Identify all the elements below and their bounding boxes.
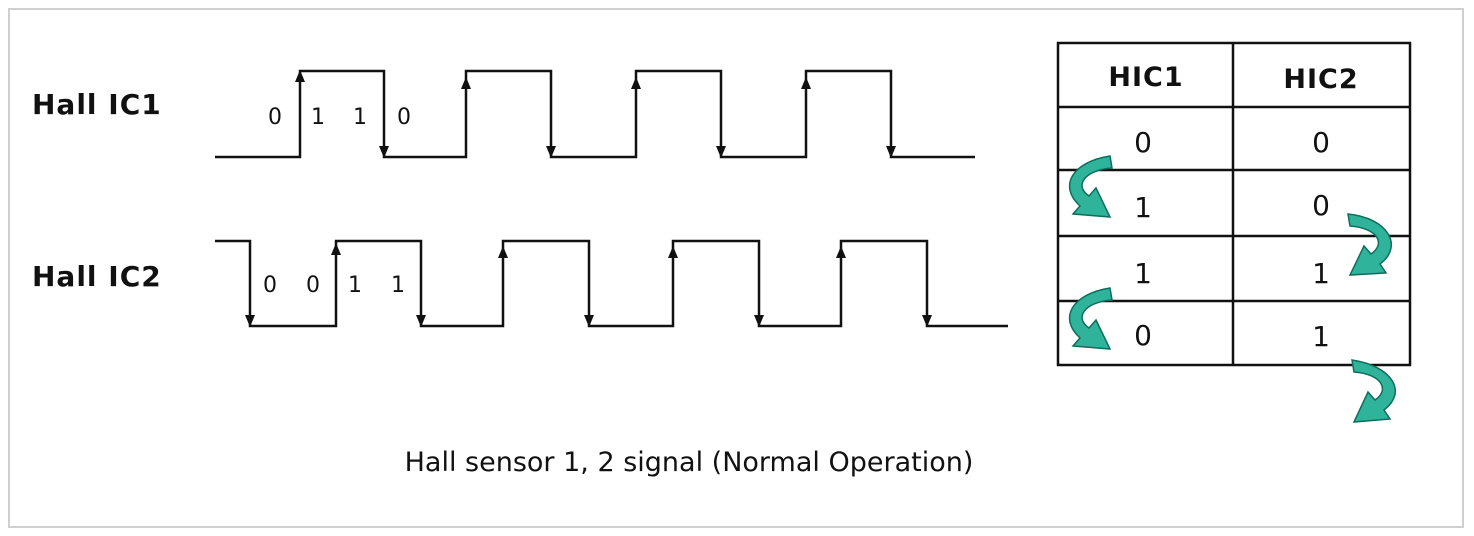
table-cell: 0 xyxy=(1312,189,1330,222)
table-cell: 0 xyxy=(1134,319,1152,352)
rising-edge-arrow xyxy=(631,77,641,89)
rising-edge-arrow xyxy=(498,246,508,258)
table-cell: 0 xyxy=(1134,126,1152,159)
transition-arrow-icon xyxy=(1351,359,1396,423)
table-cell: 1 xyxy=(1312,257,1330,290)
ic1-bit-4: 0 xyxy=(397,105,411,130)
rising-edge-arrow xyxy=(801,77,811,89)
ic1-bit-1: 0 xyxy=(268,105,282,130)
transition-arrow-icon xyxy=(1068,155,1113,218)
table-cell: 1 xyxy=(1312,320,1330,353)
rising-edge-arrow xyxy=(295,70,305,82)
transition-arrow-icon xyxy=(1068,287,1113,350)
table-cell: 1 xyxy=(1134,257,1152,290)
falling-edge-arrow xyxy=(416,315,426,327)
figure-caption: Hall sensor 1, 2 signal (Normal Operatio… xyxy=(405,447,974,478)
falling-edge-arrow xyxy=(886,146,896,158)
falling-edge-arrow xyxy=(245,315,255,327)
ic2-bit-1: 0 xyxy=(263,273,277,298)
falling-edge-arrow xyxy=(379,146,389,158)
falling-edge-arrow xyxy=(754,315,764,327)
ic1-bit-3: 1 xyxy=(353,105,367,130)
ic2-bit-4: 1 xyxy=(391,273,405,298)
waveform-ic2 xyxy=(215,239,1008,328)
signal-label-ic2: Hall IC2 xyxy=(32,260,162,293)
table-cell: 0 xyxy=(1312,126,1330,159)
ic2-bit-3: 1 xyxy=(348,273,362,298)
transition-arrow-icon xyxy=(1347,213,1392,276)
rising-edge-arrow xyxy=(331,243,341,255)
signal-label-ic1: Hall IC1 xyxy=(32,88,162,121)
ic2-bit-2: 0 xyxy=(306,273,320,298)
rising-edge-arrow xyxy=(836,246,846,258)
state-table: HIC1 HIC2 0 0 1 0 1 1 0 1 xyxy=(1056,41,1412,367)
falling-edge-arrow xyxy=(922,315,932,327)
falling-edge-arrow xyxy=(546,146,556,158)
rising-edge-arrow xyxy=(668,246,678,258)
falling-edge-arrow xyxy=(716,146,726,158)
table-cell: 1 xyxy=(1134,191,1152,224)
table-header-hic1: HIC1 xyxy=(1108,62,1183,93)
falling-edge-arrow xyxy=(584,315,594,327)
ic1-bit-2: 1 xyxy=(311,105,325,130)
waveform-ic1 xyxy=(215,69,975,159)
table-header-hic2: HIC2 xyxy=(1283,64,1358,95)
rising-edge-arrow xyxy=(461,77,471,89)
